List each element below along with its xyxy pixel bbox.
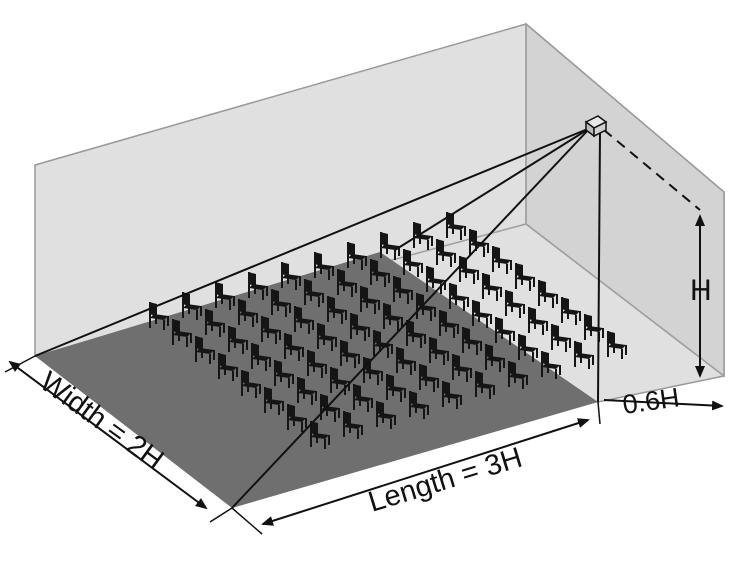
height-label: H	[690, 274, 712, 307]
offset-arrow	[603, 399, 724, 411]
width-ext-right	[209, 507, 233, 523]
right-floor-edge	[525, 223, 725, 377]
length-ext-left	[231, 507, 263, 535]
width-ext-left	[4, 355, 36, 373]
width-arrow	[8, 360, 208, 510]
projector-icon	[584, 115, 608, 138]
projector-offset-dashed	[603, 129, 701, 211]
vertical-drop	[597, 131, 601, 403]
sightline-left	[34, 127, 591, 357]
length-arrow	[261, 418, 590, 526]
sightline-back	[394, 127, 591, 251]
length-ext-right	[597, 401, 601, 425]
